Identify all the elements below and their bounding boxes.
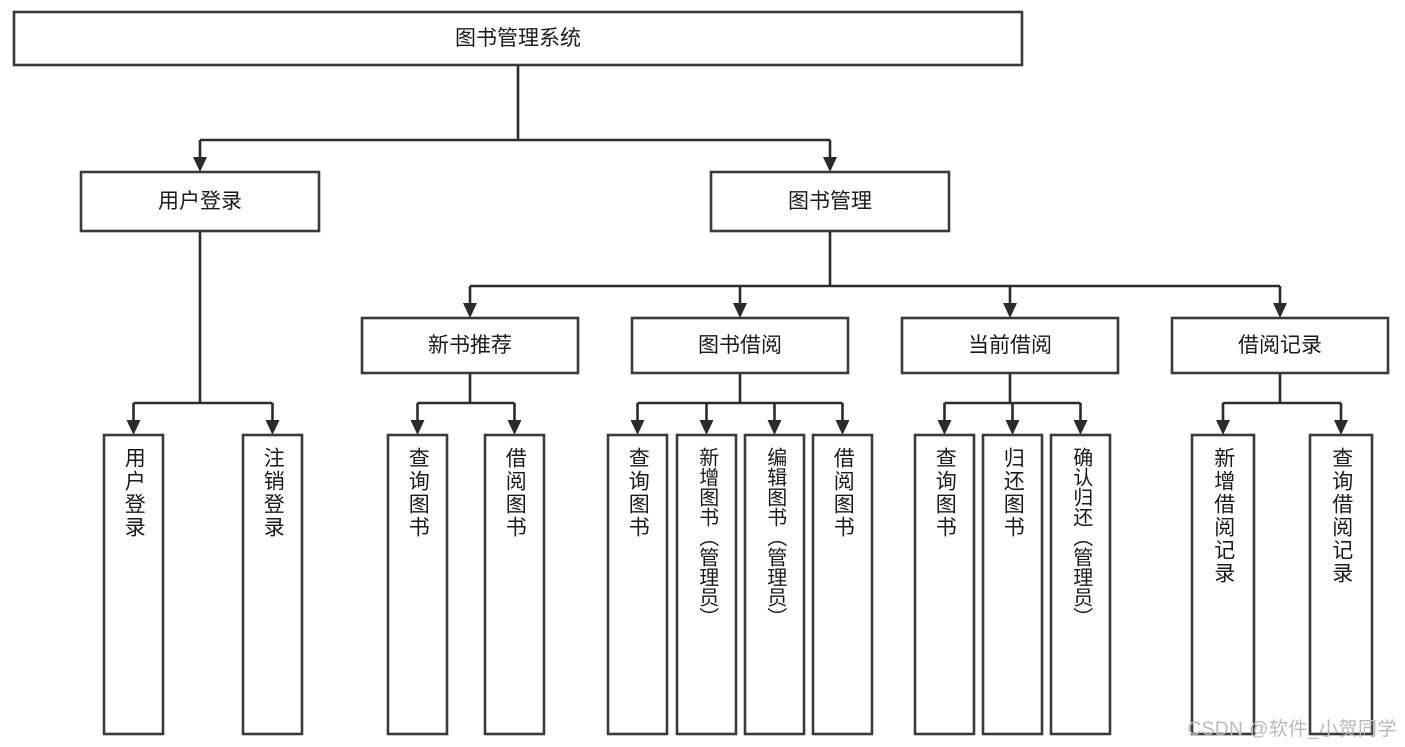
connector-group-book-management (463, 231, 1287, 318)
node-box-leaf-confirm-return-admin[interactable] (1049, 433, 1112, 736)
arrow-head-icon (1216, 420, 1230, 435)
arrow-head-icon (126, 420, 141, 435)
connector-group-borrow-record (1216, 373, 1348, 435)
node-box-root[interactable] (12, 10, 1024, 67)
arrow-head-icon (1334, 420, 1348, 435)
node-box-leaf-add-book-admin[interactable] (675, 433, 738, 736)
arrow-head-icon (1273, 303, 1287, 318)
node-box-leaf-logout[interactable] (241, 433, 304, 736)
connector-group-current-borrow (937, 373, 1088, 435)
node-box-leaf-return-book[interactable] (981, 433, 1044, 736)
node-box-leaf-query-book-new[interactable] (386, 433, 449, 736)
arrow-head-icon (463, 303, 477, 318)
node-box-leaf-edit-book-admin[interactable] (743, 433, 806, 736)
arrow-head-icon (823, 157, 837, 172)
node-label-user-login: 用户登录 (158, 190, 242, 213)
connector-group-user-login (126, 231, 280, 435)
arrow-head-icon (265, 420, 280, 435)
node-box-leaf-query-book-borrow[interactable] (606, 433, 669, 736)
node-box-leaf-borrow-book-new[interactable] (483, 433, 546, 736)
arrow-head-icon (630, 420, 645, 435)
arrow-head-icon (937, 420, 952, 435)
connector-edges (126, 65, 1348, 435)
node-box-leaf-query-borrow-record[interactable] (1308, 433, 1374, 736)
arrow-head-icon (767, 420, 782, 435)
node-label-book-borrow: 图书借阅 (698, 334, 782, 357)
node-boxes (12, 10, 1390, 736)
node-label-borrow-record: 借阅记录 (1238, 334, 1322, 357)
node-box-leaf-add-borrow-record[interactable] (1190, 433, 1256, 736)
node-label-book-management: 图书管理 (788, 190, 872, 213)
arrow-head-icon (193, 157, 207, 172)
node-label-current-borrow: 当前借阅 (968, 334, 1052, 357)
arrow-head-icon (507, 420, 522, 435)
arrow-head-icon (699, 420, 714, 435)
arrow-head-icon (1073, 420, 1088, 435)
arrow-head-icon (835, 420, 850, 435)
node-box-book-management[interactable] (709, 170, 951, 233)
node-box-book-borrow[interactable] (630, 316, 850, 375)
node-box-leaf-query-book-current[interactable] (913, 433, 976, 736)
node-label-new-book-recommend: 新书推荐 (428, 334, 512, 357)
csdn-watermark: CSDN @软件_小贺同学 (1187, 719, 1397, 740)
arrow-head-icon (733, 303, 747, 318)
node-box-current-borrow[interactable] (900, 316, 1120, 375)
node-box-borrow-record[interactable] (1170, 316, 1390, 375)
arrow-head-icon (410, 420, 425, 435)
node-box-leaf-borrow-book[interactable] (811, 433, 874, 736)
node-box-new-book-recommend[interactable] (360, 316, 580, 375)
arrow-head-icon (1005, 420, 1020, 435)
arrow-head-icon (1003, 303, 1017, 318)
node-box-user-login[interactable] (79, 170, 321, 233)
node-box-leaf-user-login[interactable] (102, 433, 165, 736)
connector-group-book-borrow (630, 373, 850, 435)
node-label-root: 图书管理系统 (455, 27, 581, 50)
connector-group-root (193, 65, 837, 172)
connector-group-new-book-recommend (410, 373, 522, 435)
